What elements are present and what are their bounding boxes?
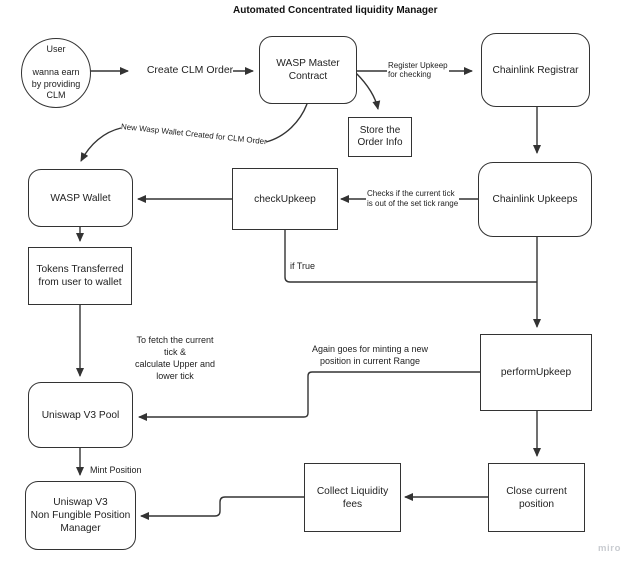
diagram-title: Automated Concentrated liquidity Manager xyxy=(233,5,438,16)
label-if-true[interactable]: if True xyxy=(290,261,316,271)
node-store-order-info[interactable]: Store the Order Info xyxy=(348,117,412,157)
node-performupkeep[interactable]: performUpkeep xyxy=(480,334,592,411)
node-uniswap-v3-pool[interactable]: Uniswap V3 Pool xyxy=(28,382,133,448)
edge-new-wallet-curve-left xyxy=(80,127,122,162)
edge-checkupkeep-if-true xyxy=(284,230,537,283)
node-wasp-master-contract[interactable]: WASP Master Contract xyxy=(259,36,357,104)
node-checkupkeep[interactable]: checkUpkeep xyxy=(232,168,338,230)
label-mint-position[interactable]: Mint Position xyxy=(90,465,142,475)
edge-new-wallet-curve-right xyxy=(265,103,308,143)
edge-wasp-master-to-store-order xyxy=(355,72,381,110)
label-register-upkeep[interactable]: Register Upkeep for checking xyxy=(387,61,449,79)
miro-watermark: miro xyxy=(598,543,621,554)
node-collect-liquidity-fees[interactable]: Collect Liquidity fees xyxy=(304,463,401,532)
node-chainlink-registrar[interactable]: Chainlink Registrar xyxy=(481,33,590,107)
node-close-current-position[interactable]: Close current position xyxy=(488,463,585,532)
node-uniswap-nfpm[interactable]: Uniswap V3 Non Fungible Position Manager xyxy=(25,481,136,550)
node-wasp-wallet[interactable]: WASP Wallet xyxy=(28,169,133,227)
label-checks-tick[interactable]: Checks if the current tick is out of the… xyxy=(366,189,460,209)
label-create-clm-order[interactable]: Create CLM Order xyxy=(146,64,234,76)
node-user[interactable]: User wanna earn by providing CLM xyxy=(21,38,91,108)
label-again-minting[interactable]: Again goes for minting a new position in… xyxy=(311,344,429,366)
edge-performupkeep-to-uniswap-pool xyxy=(138,371,480,421)
label-fetch-tick[interactable]: To fetch the current tick & calculate Up… xyxy=(134,335,216,381)
node-chainlink-upkeeps[interactable]: Chainlink Upkeeps xyxy=(478,162,592,237)
edge-collect-fees-to-nfpm xyxy=(140,496,304,520)
node-tokens-transferred[interactable]: Tokens Transferred from user to wallet xyxy=(28,247,132,305)
